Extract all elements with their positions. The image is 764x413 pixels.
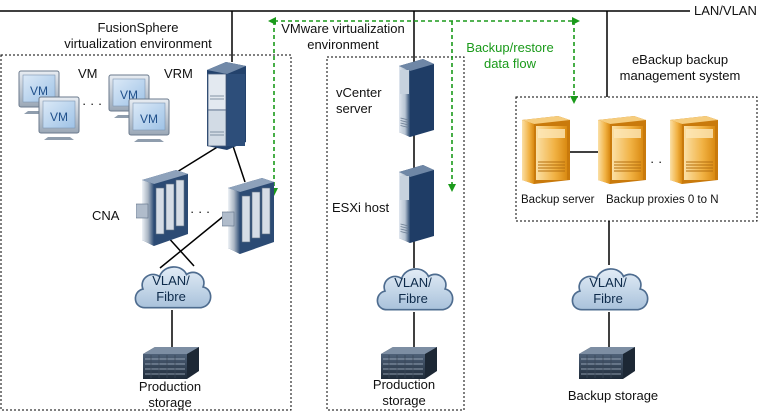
backup-data-flow bbox=[273, 20, 575, 190]
vcenter-label-line2: server bbox=[336, 101, 373, 116]
vm-icon-text: VM bbox=[50, 110, 68, 124]
cna-label: CNA bbox=[92, 208, 120, 223]
vmware-storage-line1: Production bbox=[373, 377, 435, 392]
vmware-title-line1: VMware virtualization bbox=[281, 21, 405, 36]
fusionsphere-region bbox=[0, 54, 292, 411]
fusion-cloud-line2: Fibre bbox=[156, 289, 186, 304]
fusion-cloud-line1: VLAN/ bbox=[152, 273, 190, 288]
vmware-title-line2: environment bbox=[307, 37, 379, 52]
vm-icon-text: VM bbox=[140, 112, 158, 126]
backup-server-label: Backup server bbox=[521, 194, 595, 206]
fusion-storage-line2: storage bbox=[148, 395, 191, 410]
proxy-ellipsis: · · bbox=[650, 154, 662, 169]
vm-label: VM bbox=[78, 66, 98, 81]
backup-storage-label: Backup storage bbox=[568, 388, 658, 403]
esxi-label: ESXi host bbox=[332, 200, 389, 215]
cna-server-icon bbox=[136, 169, 189, 247]
data-flow-label-line2: data flow bbox=[484, 56, 537, 71]
ebackup-title-line2: management system bbox=[620, 68, 741, 83]
data-flow-arrowheads bbox=[268, 17, 580, 196]
vm-group-right: VM VM bbox=[108, 74, 170, 142]
ebackup-region bbox=[515, 96, 758, 222]
vm-icon-text: VM bbox=[30, 84, 48, 98]
vcenter-label-line1: vCenter bbox=[336, 85, 382, 100]
storage-icon bbox=[578, 346, 636, 380]
lan-label: LAN/VLAN bbox=[694, 3, 757, 18]
fusionsphere-title-line2: virtualization environment bbox=[64, 36, 212, 51]
backup-proxies-label: Backup proxies 0 to N bbox=[606, 194, 719, 206]
fusionsphere-title-line1: FusionSphere bbox=[98, 20, 179, 35]
vrm-label: VRM bbox=[164, 66, 193, 81]
cna-server-icon bbox=[222, 177, 275, 255]
connections bbox=[146, 11, 610, 350]
storage-icon bbox=[380, 346, 438, 380]
backup-cloud-line1: VLAN/ bbox=[589, 275, 627, 290]
data-flow-label-line1: Backup/restore bbox=[466, 40, 553, 55]
storage-icon bbox=[142, 346, 200, 380]
vcenter-server-icon bbox=[398, 58, 435, 138]
cna-ellipsis: · · · bbox=[190, 204, 210, 219]
vmware-cloud-line2: Fibre bbox=[398, 291, 428, 306]
backup-proxy-icon bbox=[669, 115, 719, 185]
esxi-server-icon bbox=[398, 164, 435, 244]
backup-server-icon bbox=[521, 115, 571, 185]
vmware-region bbox=[326, 56, 465, 411]
vrm-server-icon bbox=[207, 62, 246, 150]
vm-ellipsis: · · · bbox=[82, 96, 102, 111]
fusion-storage-line1: Production bbox=[139, 379, 201, 394]
vm-group-left: VM VM bbox=[18, 70, 80, 140]
backup-proxy-icon bbox=[597, 115, 647, 185]
ebackup-title-line1: eBackup backup bbox=[632, 52, 728, 67]
backup-cloud-line2: Fibre bbox=[593, 291, 623, 306]
vmware-storage-line2: storage bbox=[382, 393, 425, 408]
vmware-cloud-line1: VLAN/ bbox=[394, 275, 432, 290]
